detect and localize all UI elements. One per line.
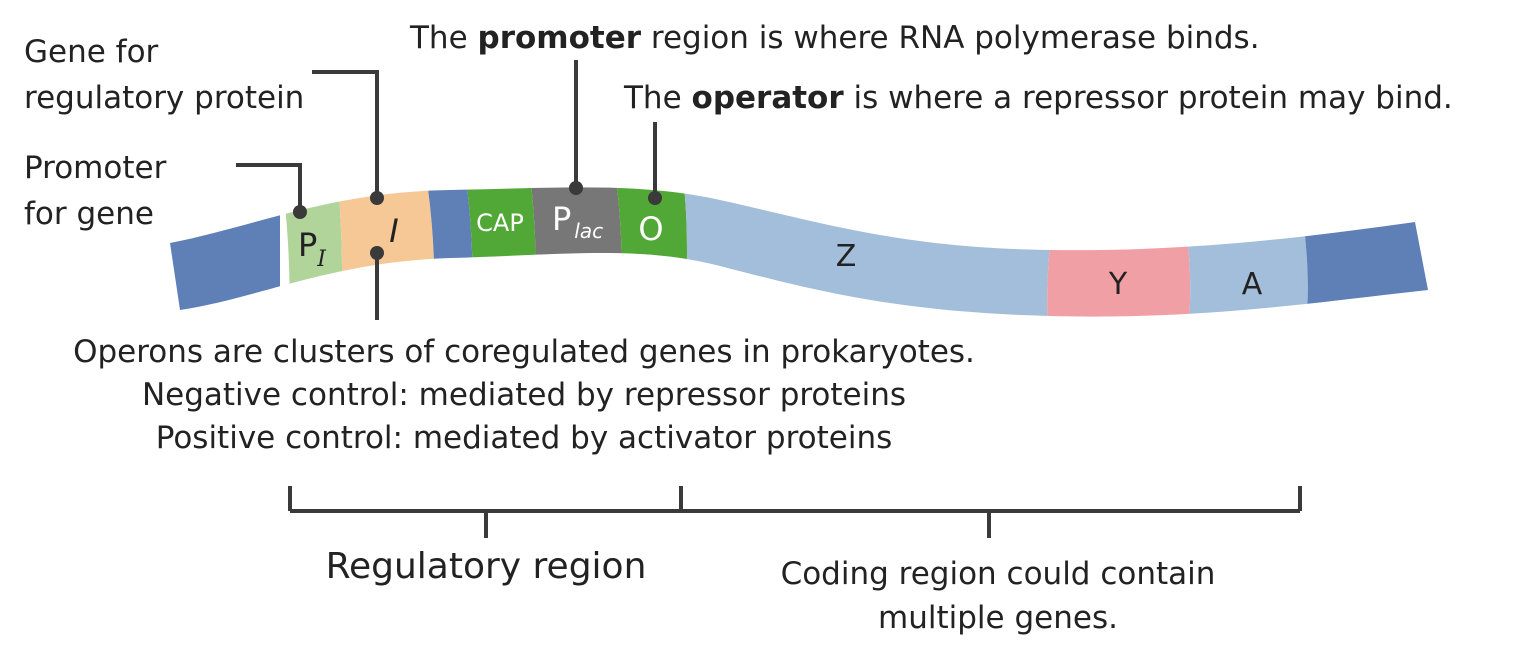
for-gene-label: for gene (24, 196, 154, 232)
i-top-dot (370, 191, 384, 205)
i-bottom-dot (370, 246, 384, 260)
o-label: O (638, 210, 663, 248)
segment-i (335, 187, 435, 317)
callout-lines (236, 60, 657, 320)
operon-description-line1: Operons are clusters of coregulated gene… (73, 334, 975, 370)
coding-region-label-line2: multiple genes. (878, 600, 1118, 636)
segment-y (1047, 187, 1191, 317)
operator-note: The operator is where a repressor protei… (623, 80, 1453, 116)
promoter-gene-callout (236, 163, 302, 212)
regulatory-protein-label: regulatory protein (24, 80, 304, 116)
operon-description-line3: Positive control: mediated by activator … (156, 420, 893, 456)
operon-description-line2: Negative control: mediated by repressor … (142, 377, 906, 413)
promoter-label: Promoter (24, 150, 167, 186)
gene-for-label: Gene for (24, 34, 159, 70)
segment-o (612, 187, 687, 317)
p-i-dot (293, 205, 307, 219)
region-bracket (288, 486, 1302, 538)
dna-strand (170, 187, 1428, 317)
callout-dots (293, 181, 662, 260)
segment-z (680, 187, 1065, 317)
z-label: Z (836, 239, 857, 274)
o-dot (648, 191, 662, 205)
regulatory-region-label: Regulatory region (326, 546, 647, 587)
segment-left-flank (170, 187, 280, 317)
i-label: I (389, 212, 398, 250)
segment-cap (462, 187, 536, 317)
plac-dot (569, 181, 583, 195)
cap-label: CAP (476, 209, 524, 237)
segment-a (1172, 187, 1308, 317)
p-i-label: PI (298, 226, 327, 272)
y-label: Y (1108, 267, 1128, 302)
a-label: A (1242, 267, 1263, 302)
coding-region-label-line1: Coding region could contain (781, 556, 1216, 592)
segment-right-flank (1290, 187, 1428, 317)
regulatory-gene-callout (312, 70, 379, 198)
promoter-note: The promoter region is where RNA polymer… (409, 20, 1260, 56)
